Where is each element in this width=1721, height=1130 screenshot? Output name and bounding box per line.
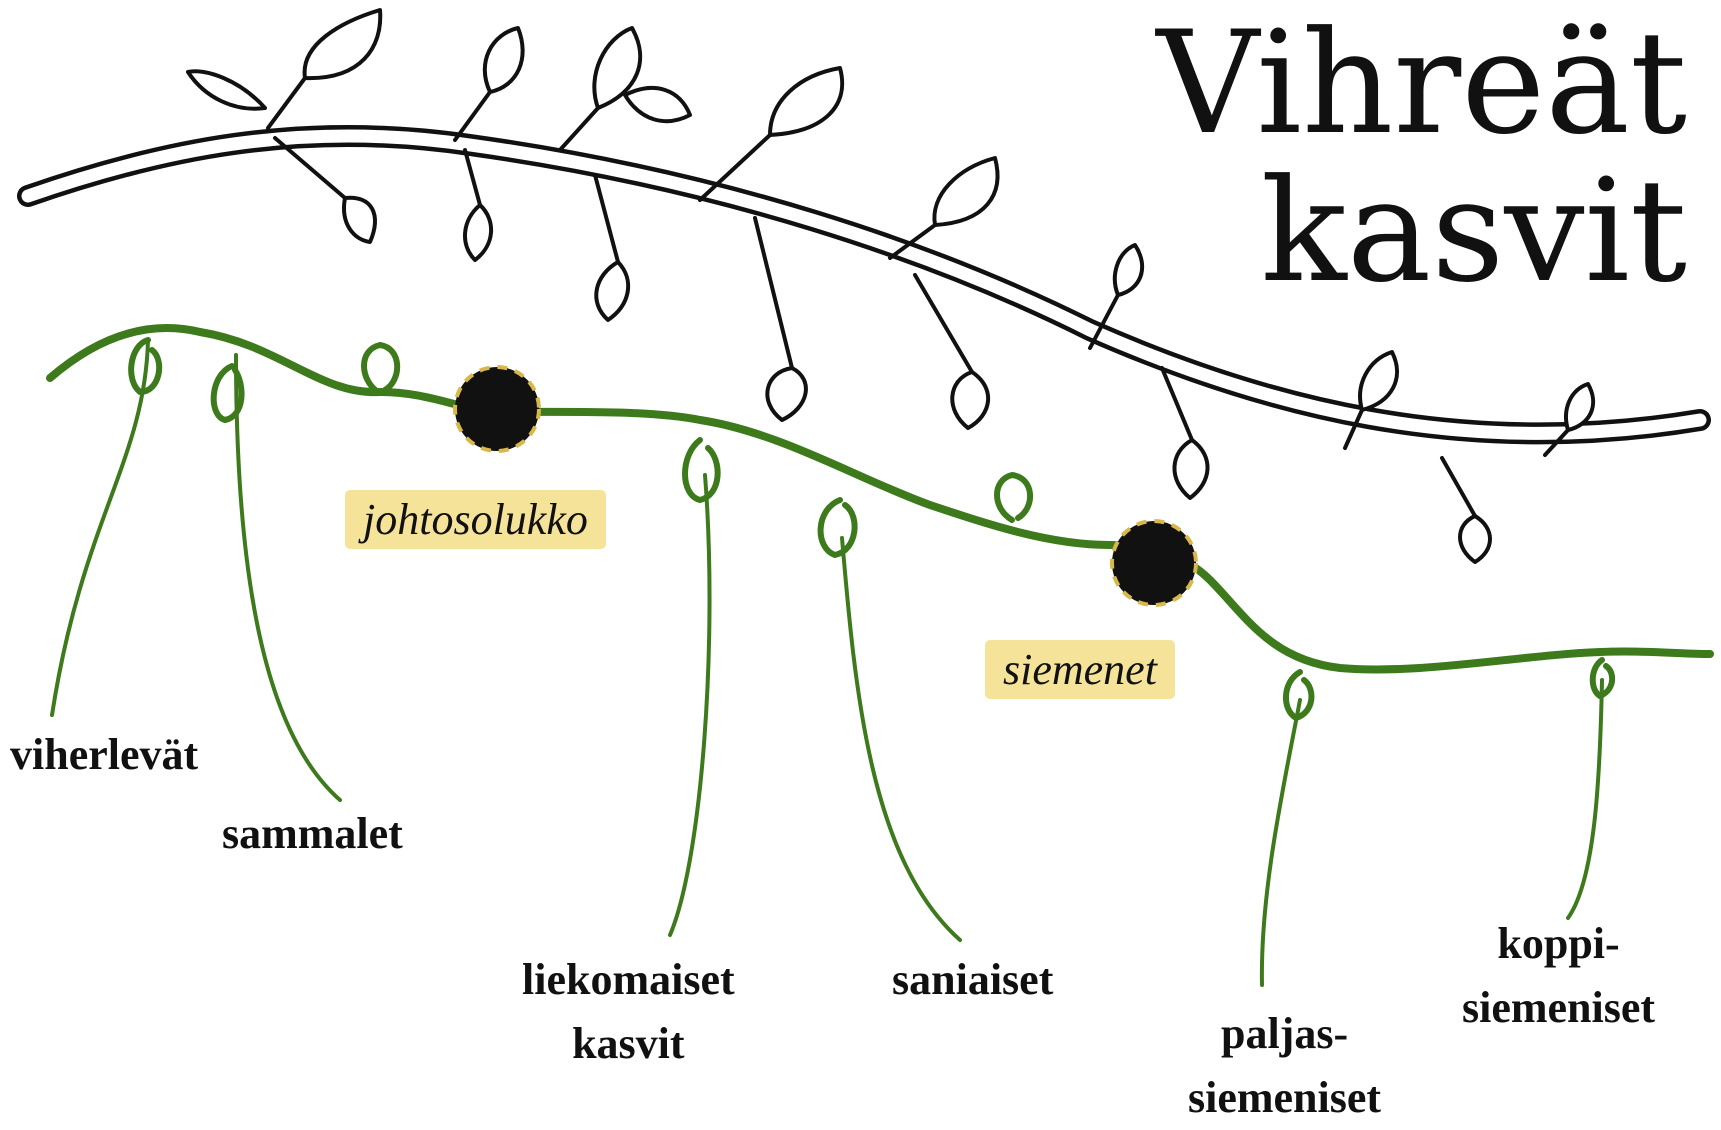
marker-label-vascular-tissue: johtosolukko xyxy=(345,490,606,549)
marker-label-seeds: siemenet xyxy=(985,640,1175,699)
taxon-label-gymnosperms-line-1: paljas- xyxy=(1188,1002,1381,1066)
taxon-label-lycophytes-line-1: liekomaiset xyxy=(522,948,735,1012)
taxon-label-angiosperms-line-2: siemeniset xyxy=(1462,976,1655,1040)
cladogram-branch-lines xyxy=(52,340,1602,985)
taxon-label-green-algae: viherlevät xyxy=(10,723,198,787)
taxon-label-ferns: saniaiset xyxy=(892,948,1053,1012)
taxon-label-lycophytes: liekomaiset kasvit xyxy=(522,948,735,1076)
title-line-2: kasvit xyxy=(1156,158,1687,306)
taxon-label-lycophytes-line-2: kasvit xyxy=(522,1012,735,1076)
taxon-label-angiosperms: koppi- siemeniset xyxy=(1462,912,1655,1040)
seed-node xyxy=(1112,521,1196,605)
taxon-label-angiosperms-line-1: koppi- xyxy=(1462,912,1655,976)
title-line-1: Vihreät xyxy=(1156,10,1687,158)
taxon-label-gymnosperms-line-2: siemeniset xyxy=(1188,1066,1381,1130)
vascular-tissue-node xyxy=(455,367,539,451)
diagram-title: Vihreät kasvit xyxy=(1156,10,1687,306)
taxon-label-mosses: sammalet xyxy=(222,802,403,866)
taxon-label-gymnosperms: paljas- siemeniset xyxy=(1188,1002,1381,1130)
trait-nodes xyxy=(455,367,1196,605)
cladogram-main-stem xyxy=(50,328,1710,669)
